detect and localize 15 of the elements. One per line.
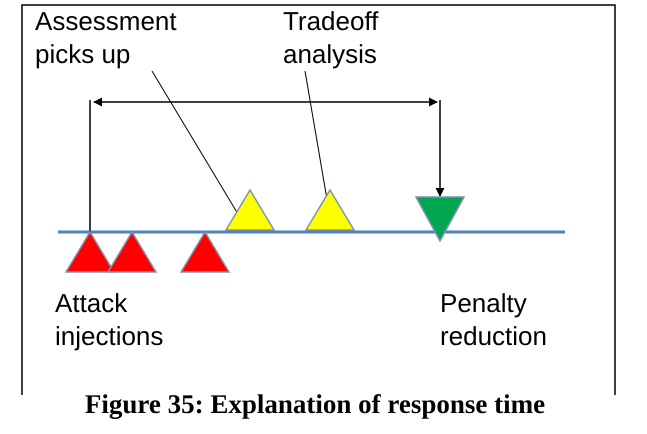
triangle-marker [181,232,229,272]
triangle-marker [66,232,114,272]
annotation-label: Attack injections [55,287,164,353]
callout-text: Assessment picks up [35,5,185,71]
annotation-label: Penalty reduction [440,287,548,353]
figure-caption: Figure 35: Explanation of response time [84,388,546,420]
arrow [436,100,444,197]
triangle-marker [226,190,274,230]
callout-text: Tradeoff analysis [283,5,393,71]
triangle-marker [306,190,354,230]
leader-line [304,70,327,196]
triangle-marker [108,232,156,272]
leader-line [89,100,91,232]
leader-line [152,70,238,212]
triangle-marker [416,197,464,241]
